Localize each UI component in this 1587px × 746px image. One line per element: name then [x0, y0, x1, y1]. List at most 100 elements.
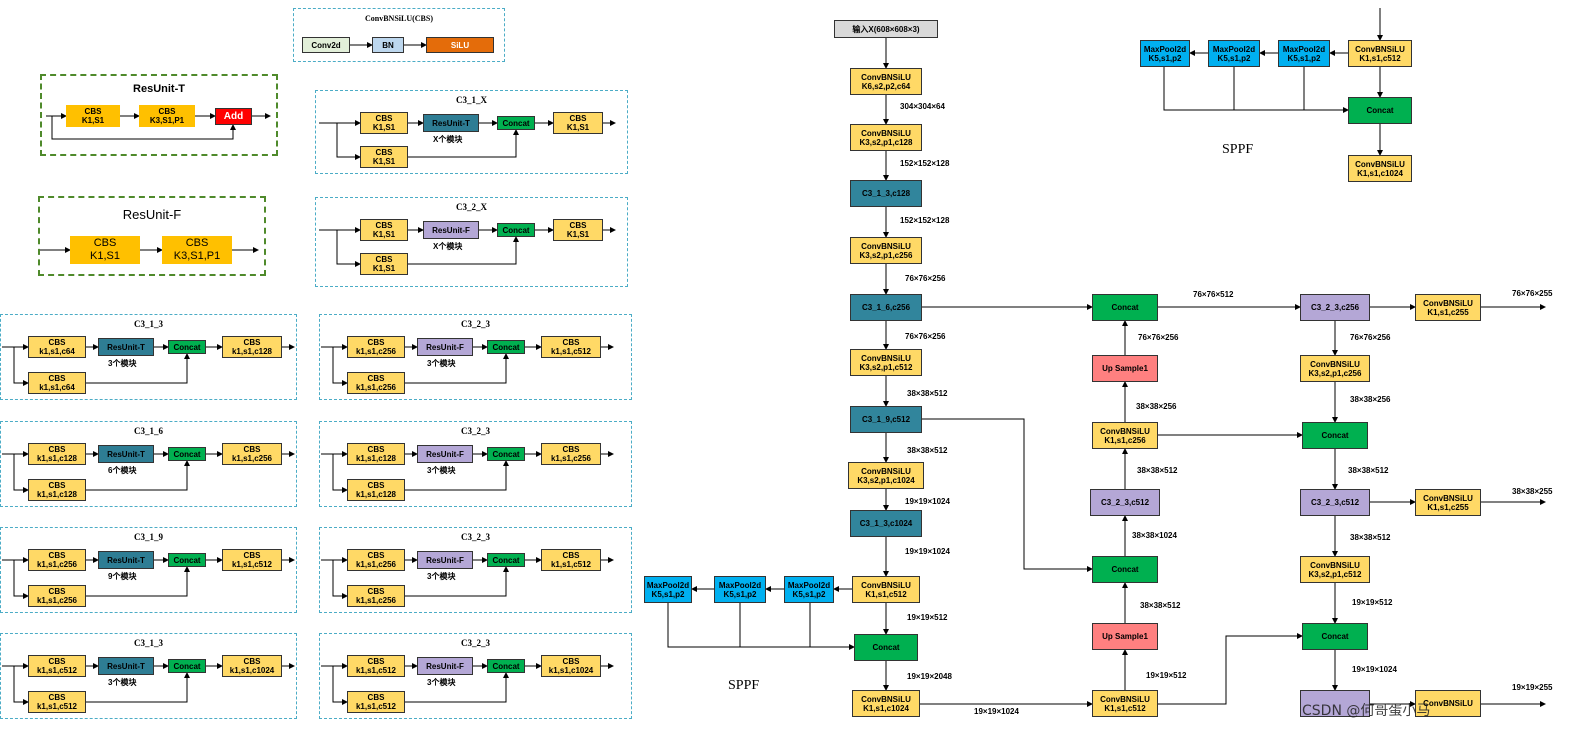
c3-panel-title: C3_1_X — [456, 95, 487, 105]
c3-panel-title: C3_2_3 — [461, 532, 490, 542]
sppf-label: SPPF — [1222, 142, 1254, 157]
output-dim: 76×76×255 — [1512, 289, 1553, 298]
c3-panel-title: C3_1_3 — [134, 638, 163, 648]
c3-panel — [319, 633, 632, 719]
c3-concat: Concat — [487, 659, 525, 673]
c3-concat: Concat — [168, 340, 206, 354]
c3-resunit: ResUnit-F — [417, 445, 473, 463]
dim-label: 19×19×2048 — [907, 672, 952, 681]
c3-module-count: 3个模块 — [427, 678, 456, 687]
dim-label: 38×38×512 — [1350, 533, 1391, 542]
c3-module-count: 3个模块 — [108, 678, 137, 687]
dim-label: 38×38×512 — [1137, 466, 1178, 475]
neck-concat-4: Concat — [1302, 623, 1368, 650]
c3-panel — [315, 90, 628, 174]
c3-panel — [0, 527, 297, 613]
dim-label: 76×76×512 — [1193, 290, 1234, 299]
c3-panel-title: C3_1_9 — [134, 532, 163, 542]
c3-resunit: ResUnit-T — [98, 338, 154, 356]
silu-box: SiLU — [426, 37, 494, 53]
dim-label: 76×76×256 — [905, 274, 946, 283]
c3-panel-title: C3_2_3 — [461, 426, 490, 436]
c3-concat: Concat — [497, 223, 535, 237]
c3-resunit: ResUnit-T — [98, 657, 154, 675]
c3-concat: Concat — [487, 340, 525, 354]
c3-module-count: X个模块 — [433, 242, 463, 251]
dim-label: 304×304×64 — [900, 102, 945, 111]
c3-resunit: ResUnit-F — [417, 657, 473, 675]
c3-panel — [319, 421, 632, 507]
bn-box: BN — [372, 37, 404, 53]
upsample-box: Up Sample1 — [1092, 623, 1158, 650]
dim-label: 152×152×128 — [900, 216, 950, 225]
backbone-c3-2: C3_1_6,c256 — [850, 294, 922, 321]
add-box: Add — [215, 108, 252, 125]
c3-concat: Concat — [487, 447, 525, 461]
dim-label: 19×19×1024 — [974, 707, 1019, 716]
neck-c3-c: C3_2_3,c512 — [1300, 489, 1370, 516]
c3-module-count: X个模块 — [433, 135, 463, 144]
c3-resunit: ResUnit-T — [98, 445, 154, 463]
backbone-c3-4: C3_1_3,c1024 — [850, 510, 922, 537]
c3-resunit: ResUnit-F — [417, 338, 473, 356]
output-dim: 19×19×255 — [1512, 683, 1553, 692]
c3-panel-title: C3_2_3 — [461, 319, 490, 329]
dim-label: 19×19×1024 — [905, 547, 950, 556]
neck-c3-a: C3_2_3,c512 — [1090, 489, 1160, 516]
cbs-definition-panel — [293, 8, 505, 62]
dim-label: 38×38×256 — [1136, 402, 1177, 411]
c3-panel — [0, 314, 297, 400]
resunit-f-title: ResUnit-F — [122, 207, 182, 222]
c3-concat: Concat — [168, 447, 206, 461]
neck-concat-1: Concat — [1092, 556, 1158, 583]
conv2d-box: Conv2d — [302, 37, 350, 53]
c3-module-count: 3个模块 — [427, 466, 456, 475]
dim-label: 19×19×512 — [907, 613, 948, 622]
neck-concat-3: Concat — [1302, 422, 1368, 449]
c3-module-count: 3个模块 — [427, 359, 456, 368]
c3-concat: Concat — [168, 553, 206, 567]
c3-module-count: 3个模块 — [427, 572, 456, 581]
cbs-definition-title: ConvBNSiLU(CBS) — [364, 14, 433, 23]
resunit-f-panel — [38, 196, 266, 276]
dim-label: 76×76×256 — [1138, 333, 1179, 342]
